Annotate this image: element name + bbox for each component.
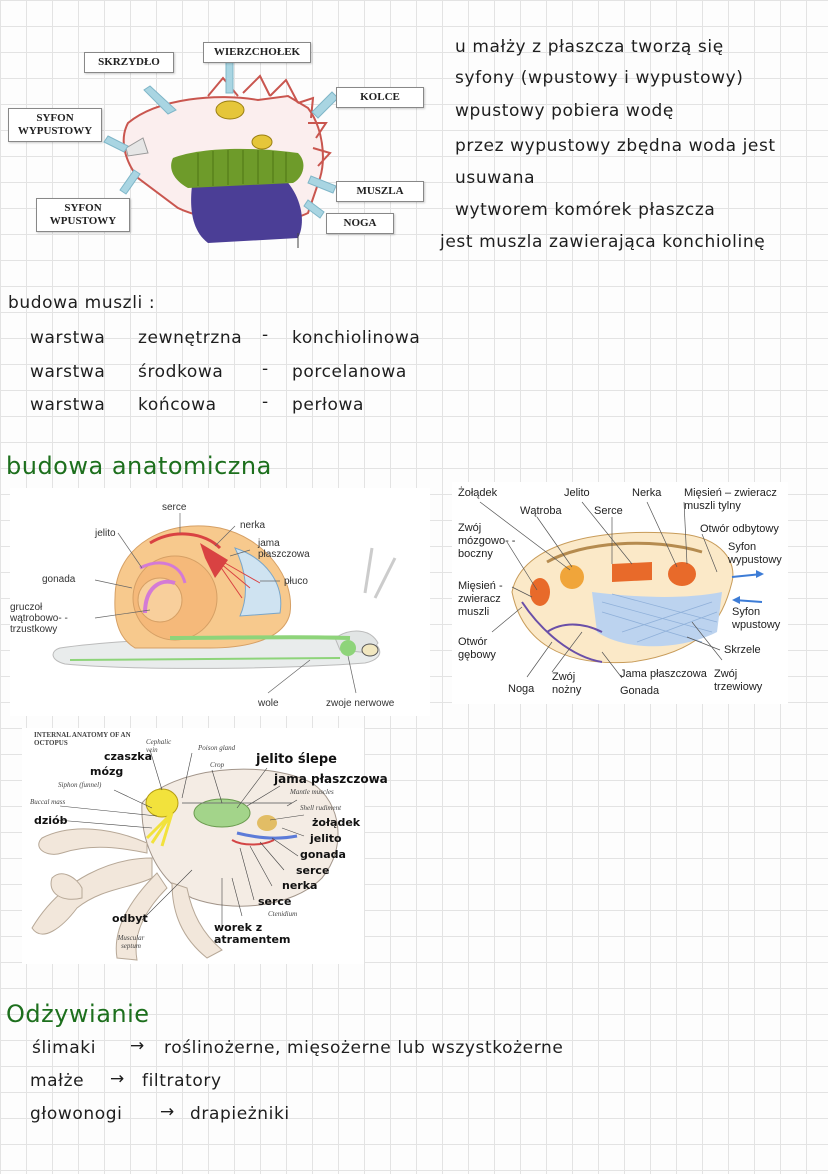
shell-row-2-layer: warstwa	[30, 362, 106, 382]
octopus-hand-jama: jama płaszczowa	[274, 772, 388, 786]
clam-label-serce: Serce	[594, 505, 623, 517]
clam-label-otwor-odbytowy: Otwór odbytowy	[700, 523, 779, 535]
octopus-hand-mozg: mózg	[90, 765, 124, 778]
clam-label-zwoj-trzewiowy: Zwój trzewiowy	[714, 668, 763, 693]
shell-row-3-pos: końcowa	[138, 395, 217, 415]
snail-label-zwoje: zwoje nerwowe	[326, 698, 395, 709]
nutrition-row-3-group: głowonogi	[30, 1104, 123, 1124]
shell-row-2-dash: -	[262, 359, 269, 379]
octopus-hand-jelito: jelito	[310, 832, 342, 845]
nutrition-row-3-desc: drapieżniki	[190, 1104, 290, 1124]
octopus-label-buccal: Buccal mass	[30, 798, 66, 806]
clam-label-miesien-zwieracz: Mięsień - zwieracz muszli	[458, 580, 503, 618]
octopus-hand-worek: worek z atramentem	[214, 921, 291, 946]
note-line-3: wpustowy pobiera wodę	[455, 101, 674, 121]
clam-label-zwoj-mozgowy: Zwój mózgowo- -boczny	[458, 522, 516, 560]
octopus-diagram: INTERNAL ANATOMY OF AN OCTOPUS Cephalic …	[22, 728, 388, 964]
snail-label-gonada: gonada	[42, 574, 76, 585]
snail-label-wole: wole	[258, 698, 279, 709]
octopus-hand-nerka: nerka	[282, 879, 318, 892]
clam-label-syfon-wyp: Syfon wypustowy	[728, 541, 782, 566]
clam-label-syfon-wp: Syfon wpustowy	[732, 606, 781, 631]
nutrition-heading: Odżywianie	[6, 1000, 150, 1028]
label-muszla: MUSZLA	[336, 181, 424, 202]
shell-row-1-layer: warstwa	[30, 328, 106, 348]
octopus-illustration	[31, 749, 339, 961]
snail-label-jelito: jelito	[95, 528, 116, 539]
snail-illustration	[52, 513, 397, 694]
snail-label-pluco: płuco	[284, 576, 308, 587]
nutrition-row-2-desc: filtratory	[142, 1071, 222, 1091]
clam-label-zwoj-nozny: Zwój nożny	[552, 671, 582, 696]
anatomy-heading: budowa anatomiczna	[6, 452, 272, 480]
shell-row-2-type: porcelanowa	[292, 362, 407, 382]
clam-label-otwor-gebowy: Otwór gębowy	[458, 636, 496, 661]
clam-label-nerka: Nerka	[632, 487, 662, 499]
clam-diagram: Żołądek Jelito Nerka Mięsień – zwieracz …	[452, 482, 788, 704]
octopus-label-siphon: Siphon (funnel)	[58, 781, 102, 789]
nutrition-row-1-desc: roślinożerne, mięsożerne lub wszystkożer…	[164, 1038, 564, 1058]
octopus-label-poison: Poison gland	[198, 744, 236, 752]
shell-row-1-pos: zewnętrzna	[138, 328, 243, 348]
snail-label-serce: serce	[162, 502, 187, 513]
snail-label-gruczol: gruczoł wątrobowo- -trzustkowy	[10, 602, 68, 635]
octopus-label-cephalic: Cephalic vein	[146, 738, 172, 754]
label-wierzcholek: WIERZCHOŁEK	[203, 42, 311, 63]
snail-label-nerka: nerka	[240, 520, 266, 531]
snail-diagram: serce nerka jelito jama płaszczowa gonad…	[10, 488, 430, 716]
octopus-label-muscular: Muscular septum	[117, 934, 145, 950]
clam-label-skrzela: Skrzele	[724, 644, 761, 656]
note-line-2: syfony (wpustowy i wypustowy)	[455, 68, 744, 88]
nutrition-row-2-group: małże	[30, 1071, 85, 1091]
clam-illustration	[479, 501, 764, 679]
note-line-7: jest muszla zawierająca konchiolinę	[440, 232, 766, 252]
octopus-hand-gonada: gonada	[300, 848, 346, 861]
octopus-hand-odbyt: odbyt	[112, 912, 148, 925]
label-syfon-wypustowy: SYFON WYPUSTOWY	[8, 108, 102, 142]
clam-label-gonada: Gonada	[620, 685, 660, 697]
nutrition-row-1-arrow: →	[130, 1036, 145, 1056]
shell-row-1-type: konchiolinowa	[292, 328, 421, 348]
clam-label-jama: Jama płaszczowa	[620, 668, 707, 680]
clam-label-noga: Noga	[508, 683, 535, 695]
octopus-hand-zoladek: żołądek	[312, 816, 361, 829]
octopus-label-crop: Crop	[210, 761, 225, 769]
clam-label-jelito: Jelito	[564, 487, 590, 499]
shell-row-3-type: perłowa	[292, 395, 364, 415]
clam-label-watroba: Wątroba	[520, 505, 562, 517]
note-line-4: przez wypustowy zbędna woda jest	[455, 136, 776, 156]
note-line-1: u małży z płaszcza tworzą się	[455, 37, 724, 57]
nutrition-row-1-group: ślimaki	[32, 1038, 97, 1058]
label-skrzydlo: SKRZYDŁO	[84, 52, 174, 73]
label-noga: NOGA	[326, 213, 394, 234]
label-kolce: KOLCE	[336, 87, 424, 108]
shell-row-3-dash: -	[262, 392, 269, 412]
shell-row-2-pos: środkowa	[138, 362, 224, 382]
shell-row-3-layer: warstwa	[30, 395, 106, 415]
bivalve-illustration	[103, 61, 339, 248]
clam-label-miesien-tylny: Mięsień – zwieracz muszli tylny	[684, 487, 777, 512]
octopus-label-shell-rudiment: Shell rudiment	[300, 804, 342, 812]
bivalve-diagram	[8, 38, 428, 266]
note-line-5: usuwana	[455, 168, 536, 188]
label-syfon-wpustowy: SYFON WPUSTOWY	[36, 198, 130, 232]
nutrition-row-2-arrow: →	[110, 1069, 125, 1089]
octopus-hand-serce-2: serce	[258, 895, 292, 908]
note-line-6: wytworem komórek płaszcza	[455, 200, 716, 220]
octopus-label-ctenidium: Ctenidium	[268, 910, 298, 918]
shell-title: budowa muszli :	[8, 293, 156, 313]
octopus-label-mantle-muscles: Mantle muscles	[290, 788, 334, 796]
octopus-title: INTERNAL ANATOMY OF AN OCTOPUS	[34, 731, 131, 747]
octopus-hand-jelito-slepe: jelito ślepe	[256, 752, 337, 767]
nutrition-row-3-arrow: →	[160, 1102, 175, 1122]
octopus-hand-dziob: dziób	[34, 814, 68, 827]
octopus-hand-czaszka: czaszka	[104, 750, 153, 763]
clam-label-zoladek: Żołądek	[458, 487, 498, 499]
shell-row-1-dash: -	[262, 325, 269, 345]
snail-label-jama: jama płaszczowa	[258, 538, 310, 560]
octopus-hand-serce-1: serce	[296, 864, 330, 877]
